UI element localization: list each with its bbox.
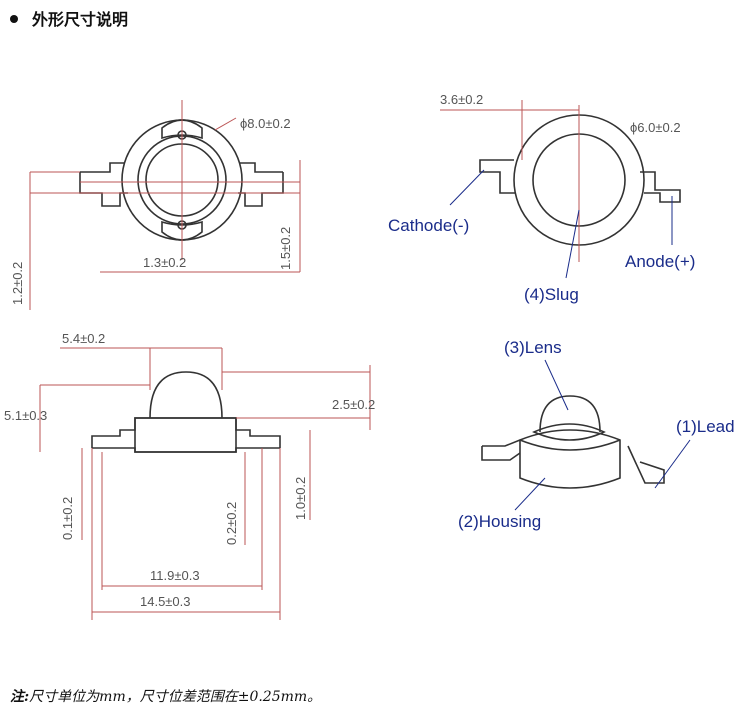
dim-1-2: 1.2±0.2 — [10, 262, 25, 305]
label-housing: (2)Housing — [458, 512, 541, 531]
iso-view — [481, 395, 665, 489]
dim-11-9: 11.9±0.3 — [150, 568, 200, 583]
title-text: 外形尺寸说明 — [32, 12, 129, 29]
dim-inner-diameter: ϕ6.0±0.2 — [630, 120, 681, 135]
bullet-icon — [10, 14, 18, 23]
dim-1-5: 1.5±0.2 — [278, 227, 293, 270]
note-label: 注: — [10, 689, 30, 705]
dim-outer-diameter: ϕ8.0±0.2 — [240, 116, 291, 131]
dim-0-2: 0.2±0.2 — [224, 502, 239, 545]
section-title: 外形尺寸说明 — [10, 6, 128, 30]
lens-leader — [544, 359, 569, 411]
dim-1-3: 1.3±0.2 — [143, 255, 186, 270]
dim-1-0: 1.0±0.2 — [293, 477, 308, 520]
footnote: 注:尺寸单位为mm，尺寸位差范围在±0.25mm。 — [10, 686, 321, 706]
label-lead: (1)Lead — [676, 417, 735, 436]
label-cathode: Cathode(-) — [388, 216, 469, 235]
dim-5-1: 5.1±0.3 — [4, 408, 47, 423]
dim-14-5: 14.5±0.3 — [140, 594, 191, 609]
label-anode: Anode(+) — [625, 252, 695, 271]
dim-2-5: 2.5±0.2 — [332, 397, 375, 412]
label-slug: (4)Slug — [524, 285, 579, 304]
cathode-leader — [449, 169, 485, 206]
dim-3-6: 3.6±0.2 — [440, 92, 483, 107]
lead-leader — [654, 439, 691, 489]
dim-0-1: 0.1±0.2 — [60, 497, 75, 540]
housing-leader — [514, 477, 546, 511]
label-lens: (3)Lens — [504, 338, 562, 357]
note-text: 尺寸单位为mm，尺寸位差范围在±0.25mm。 — [29, 689, 322, 705]
slug-leader — [565, 209, 580, 279]
side-view — [91, 371, 281, 453]
dim-5-4: 5.4±0.2 — [62, 331, 105, 346]
